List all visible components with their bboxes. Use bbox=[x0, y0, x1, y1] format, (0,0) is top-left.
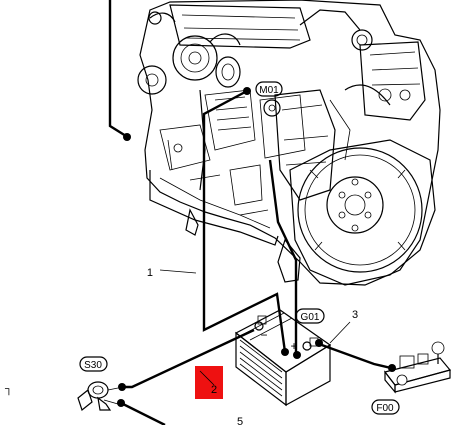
tag-m01-label: M01 bbox=[259, 85, 279, 96]
tag-f00-label: F00 bbox=[376, 403, 394, 414]
fuse-box bbox=[383, 341, 452, 394]
engine-illustration bbox=[137, 0, 441, 286]
callout-3: 3 bbox=[352, 309, 358, 321]
battery-negative-mark: − bbox=[260, 328, 267, 342]
tag-m01: M01 bbox=[255, 81, 283, 97]
callout-5: 5 bbox=[237, 416, 243, 425]
wiring bbox=[108, 0, 396, 427]
callout-2-highlight: 2 bbox=[195, 366, 223, 399]
tag-g01: G01 bbox=[295, 308, 325, 324]
battery: − + bbox=[234, 309, 332, 407]
tag-g01-label: G01 bbox=[301, 312, 320, 323]
tag-s30-label: S30 bbox=[84, 360, 102, 371]
tag-s30: S30 bbox=[79, 356, 108, 372]
battery-positive-mark: + bbox=[290, 339, 297, 353]
callout-1: 1 bbox=[147, 267, 153, 279]
key-switch bbox=[77, 381, 119, 412]
callout-2: 2 bbox=[211, 384, 217, 396]
tag-f00: F00 bbox=[371, 399, 400, 415]
left-edge-glyph: ┐ bbox=[4, 383, 13, 396]
